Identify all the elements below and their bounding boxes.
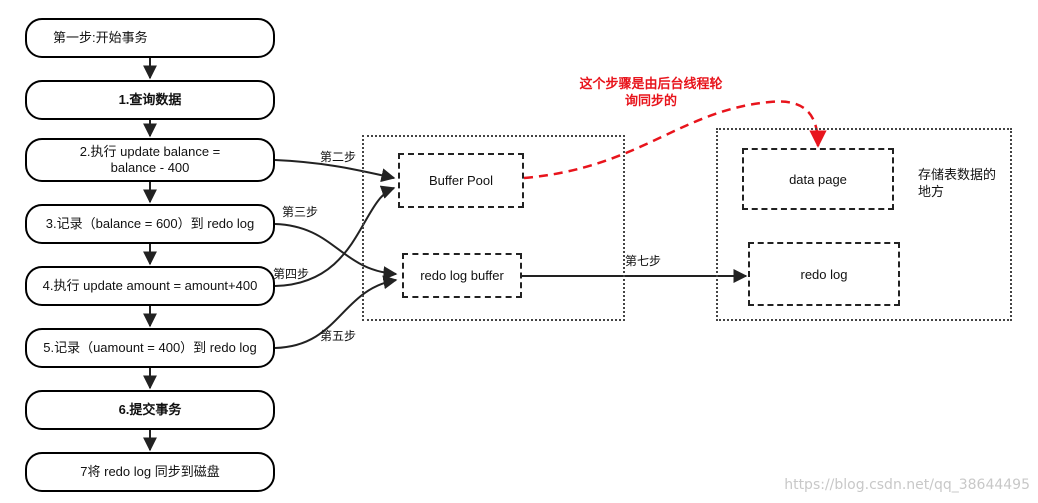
step-commit-transaction: 6.提交事务	[25, 390, 275, 430]
disk-storage-note: 存储表数据的地方	[918, 167, 997, 199]
step-record-uamount: 5.记录（uamount = 400）到 redo log	[25, 328, 275, 368]
arrow-step2	[274, 159, 396, 183]
label-step4: 第四步	[273, 267, 310, 281]
label-step2: 第二步	[320, 150, 357, 164]
step-record-balance: 3.记录（balance = 600）到 redo log	[25, 204, 275, 244]
step-query-data: 1.查询数据	[25, 80, 275, 120]
background-sync-note: 这个步骤是由后台线程轮询同步的	[579, 76, 723, 108]
buffer-pool-box: Buffer Pool	[398, 153, 524, 208]
label-step5: 第五步	[320, 329, 357, 343]
label-step7: 第七步	[625, 254, 662, 268]
redo-log-buffer-box: redo log buffer	[402, 253, 522, 298]
step-update-balance: 2.执行 update balance = balance - 400	[25, 138, 275, 182]
redo-log-box: redo log	[748, 242, 900, 306]
arrow-step5	[274, 275, 398, 349]
disk-region	[716, 128, 1012, 321]
step-update-amount: 4.执行 update amount = amount+400	[25, 266, 275, 306]
step-begin-transaction: 第一步:开始事务	[25, 18, 275, 58]
label-step3: 第三步	[282, 205, 319, 219]
arrow-background-sync	[523, 100, 827, 180]
arrow-step3	[274, 223, 398, 281]
arrow-step4	[274, 185, 396, 287]
memory-region	[362, 135, 625, 321]
watermark: https://blog.csdn.net/qq_38644495	[784, 477, 1030, 493]
data-page-box: data page	[742, 148, 894, 210]
step-sync-redo-log: 7将 redo log 同步到磁盘	[25, 452, 275, 492]
